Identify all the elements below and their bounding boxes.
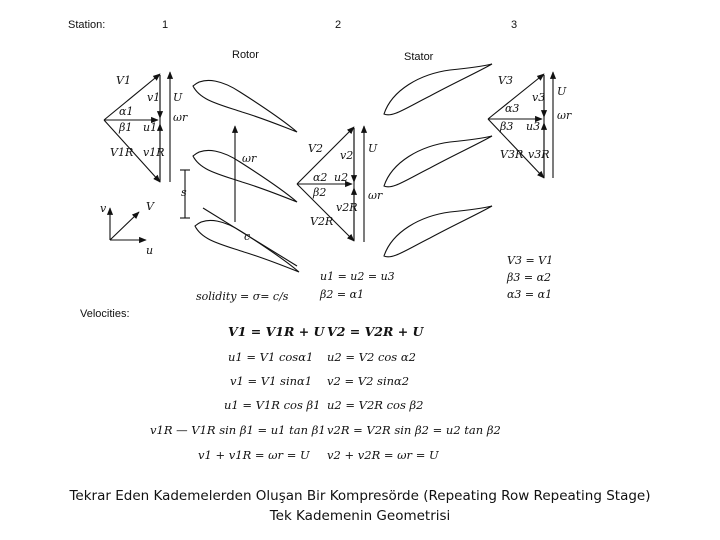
triangle2-alpha-label: α2: [313, 171, 327, 184]
triangle1-VR-label: V1R: [110, 146, 133, 159]
relation-beta2: β2 = α1: [319, 288, 364, 301]
triangle2-beta-label: β2: [312, 186, 326, 199]
triangle2-omega-r-label: ωr: [368, 189, 383, 202]
triangle2-V-label: V2: [308, 142, 323, 155]
triangle3-V-label: V3: [498, 74, 513, 87]
spacing-s-label: s: [181, 186, 187, 199]
triangle3-U-label: U: [557, 85, 567, 98]
chord-c-label: c: [244, 230, 250, 243]
triangle3-alpha-label: α3: [505, 102, 519, 115]
triangle3-v-label: v3: [532, 91, 545, 104]
triangle1-u-label: u1: [143, 121, 157, 134]
compressor-stage-diagram: Station: 1 2 3 Rotor Stator V1 v1 α1 β1 …: [68, 19, 572, 462]
equations-right: V2 = V2R + U u2 = V2 cos α2 v2 = V2 sinα…: [327, 324, 501, 462]
equations-left: V1 = V1R + U u1 = V1 cosα1 v1 = V1 sinα1…: [150, 324, 326, 462]
equation-left-2: u1 = V1 cosα1: [228, 350, 313, 364]
caption-line-2: Tek Kademenin Geometrisi: [269, 508, 451, 524]
axis-u-label: u: [146, 244, 153, 257]
triangle3-vR-label: v3R: [528, 148, 550, 161]
equation-right-1: V2 = V2R + U: [327, 324, 425, 339]
triangle3-u-label: u3: [526, 120, 540, 133]
velocity-axes-sketch: v V u: [100, 200, 155, 257]
axis-V-label: V: [146, 200, 155, 213]
equation-right-2: u2 = V2 cos α2: [327, 350, 416, 364]
relation-alpha3: α3 = α1: [507, 288, 552, 301]
stator-label: Stator: [404, 51, 434, 63]
triangle2-u-label: u2: [334, 171, 348, 184]
velocity-triangle-1: V1 v1 α1 β1 u1 U ωr V1R v1R: [103, 71, 188, 183]
triangle1-V-label: V1: [116, 74, 131, 87]
triangle2-VR-label: V2R: [310, 215, 333, 228]
velocities-label: Velocities:: [80, 308, 130, 320]
equation-right-4: u2 = V2R cos β2: [327, 398, 424, 412]
station-3-number: 3: [511, 19, 517, 31]
relation-u-equal: u1 = u2 = u3: [320, 270, 395, 283]
equation-left-5: v1R — V1R sin β1 = u1 tan β1: [150, 423, 326, 437]
triangle1-beta-label: β1: [118, 121, 132, 134]
triangle2-U-label: U: [368, 142, 378, 155]
triangle2-vR-label: v2R: [336, 201, 358, 214]
stator-blades: [383, 63, 493, 258]
triangle3-VR-label: V3R: [500, 148, 523, 161]
velocity-triangle-2: V2 v2 α2 u2 β2 U ωr V2R v2R: [296, 125, 383, 242]
triangle2-v-label: v2: [340, 149, 353, 162]
triangle1-v-label: v1: [147, 91, 160, 104]
station-2-number: 2: [335, 19, 341, 31]
triangle1-alpha-label: α1: [119, 105, 133, 118]
equation-left-1: V1 = V1R + U: [228, 324, 326, 339]
equation-left-6: v1 + v1R = ωr = U: [198, 448, 310, 462]
axis-v-label: v: [100, 202, 107, 215]
relation-v3: V3 = V1: [507, 254, 553, 267]
relation-beta3: β3 = α2: [506, 271, 551, 284]
solidity-relation: solidity = σ= c/s: [196, 290, 289, 303]
triangle3-beta-label: β3: [499, 120, 513, 133]
equation-right-5: v2R = V2R sin β2 = u2 tan β2: [327, 423, 501, 437]
equation-right-6: v2 + v2R = ωr = U: [327, 448, 439, 462]
triangle1-omega-r-label: ωr: [173, 111, 188, 124]
equation-right-3: v2 = V2 sinα2: [327, 374, 409, 388]
rotor-label: Rotor: [232, 49, 259, 61]
station-1-number: 1: [162, 19, 168, 31]
equation-left-3: v1 = V1 sinα1: [230, 374, 312, 388]
rotor-blades: ωr s c: [180, 79, 300, 273]
velocity-triangle-3: V3 v3 α3 β3 u3 U ωr V3R v3R: [487, 71, 572, 179]
blade-omega-r-label: ωr: [242, 152, 257, 165]
figure-caption: Tekrar Eden Kademelerden Oluşan Bir Komp…: [0, 486, 720, 526]
triangle3-omega-r-label: ωr: [557, 109, 572, 122]
station-label: Station:: [68, 19, 105, 31]
triangle1-U-label: U: [173, 91, 183, 104]
equation-left-4: u1 = V1R cos β1: [224, 398, 321, 412]
caption-line-1: Tekrar Eden Kademelerden Oluşan Bir Komp…: [69, 488, 651, 504]
triangle1-vR-label: v1R: [143, 146, 165, 159]
